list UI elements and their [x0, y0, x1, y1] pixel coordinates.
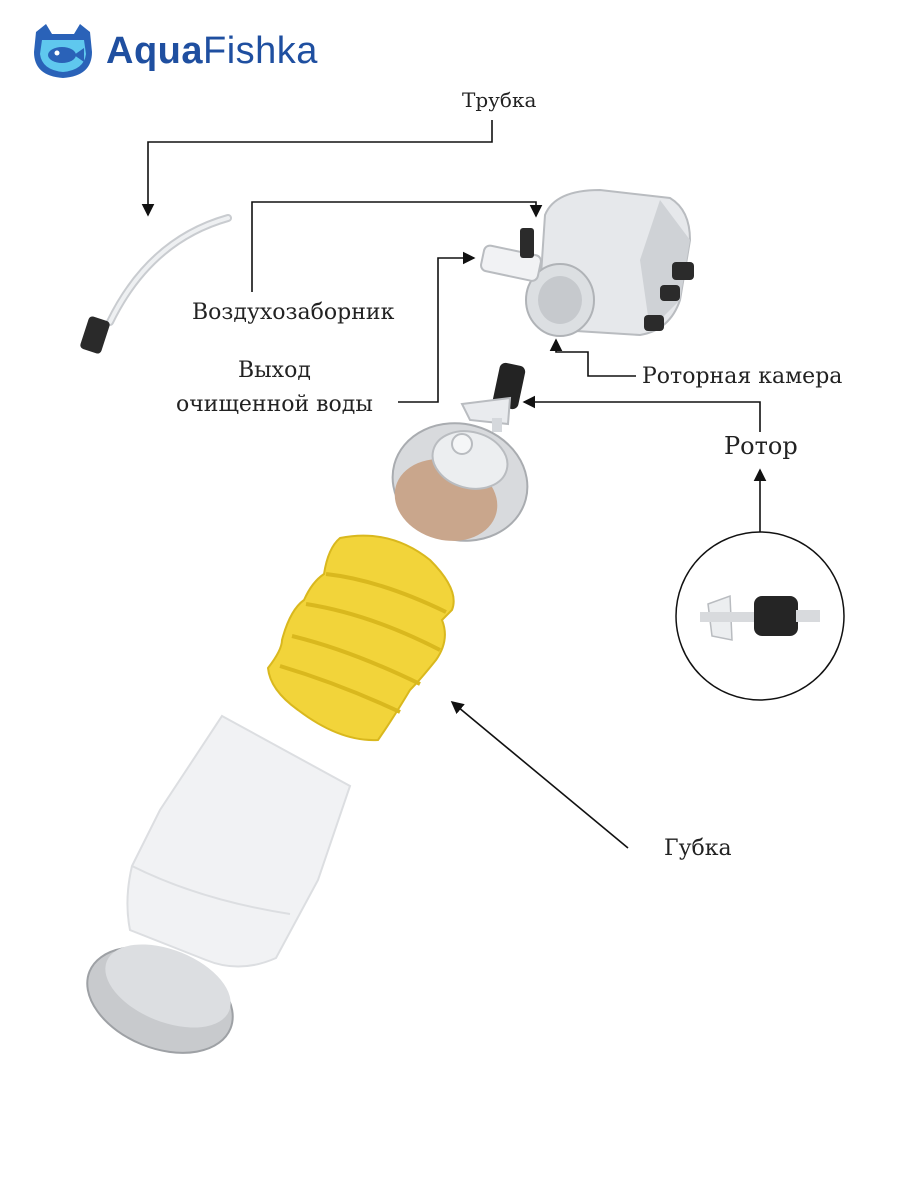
- tube-leader: [141, 120, 493, 217]
- label-outlet-line1: Выход: [238, 358, 311, 383]
- label-tube: Трубка: [462, 88, 537, 112]
- sponge-part: [266, 534, 455, 742]
- pump-head-part: [480, 188, 694, 337]
- brand-logo: AquaFishka: [30, 22, 360, 82]
- brand-name: AquaFishka: [106, 30, 318, 72]
- label-air-intake: Воздухозаборник: [192, 300, 395, 325]
- label-rotor: Ротор: [724, 432, 798, 460]
- rotor-part: [460, 362, 526, 432]
- rotor-closeup-circle: [675, 531, 845, 701]
- filter-lid-part: [391, 422, 529, 542]
- bottom-cap-part: [86, 944, 234, 1054]
- rotor-chamber-leader: [549, 338, 636, 377]
- fish-cat-logo-icon: [34, 24, 92, 78]
- rotor-leader: [522, 395, 761, 432]
- tube-part: [80, 214, 232, 354]
- label-rotor-chamber: Роторная камера: [642, 364, 843, 389]
- filter-container-part: [126, 714, 352, 968]
- label-outlet-line2: очищенной воды: [176, 392, 373, 417]
- label-sponge: Губка: [664, 836, 732, 861]
- sponge-leader: [450, 700, 629, 849]
- air-intake-leader: [251, 201, 543, 292]
- outlet-leader: [398, 251, 476, 403]
